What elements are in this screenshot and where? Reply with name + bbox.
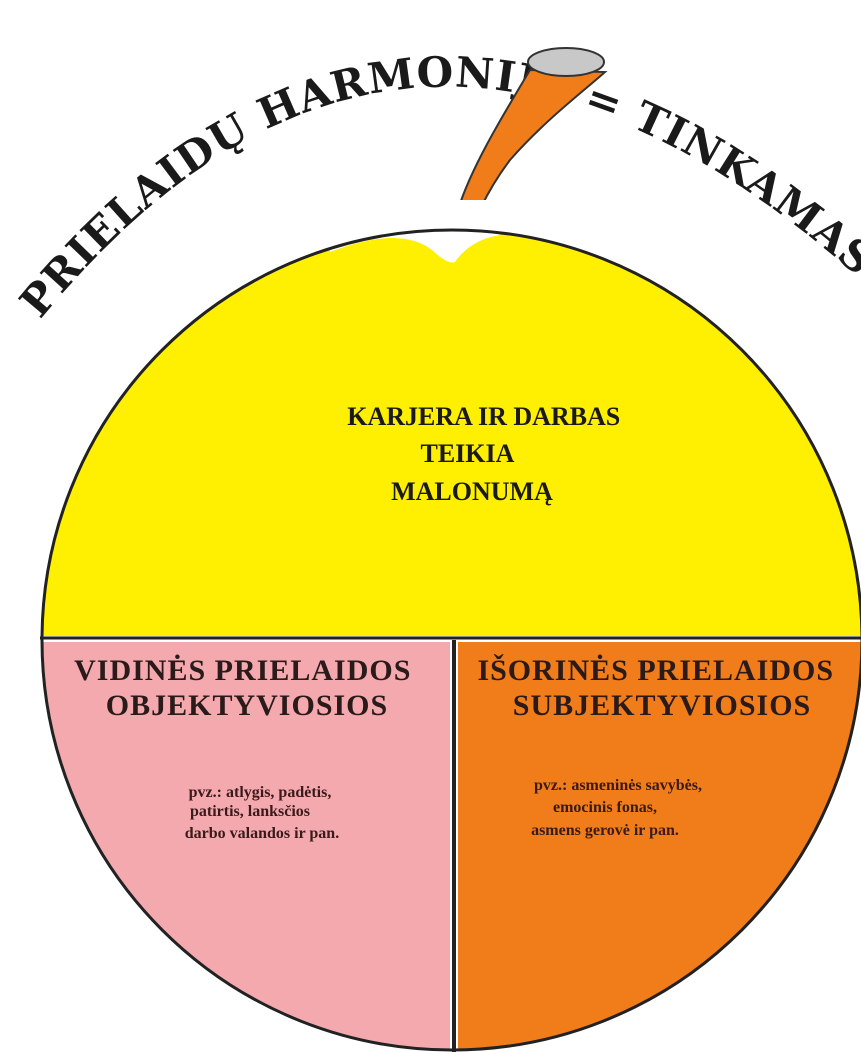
svg-text:KARJERA IR DARBAS TEIKIA: KARJERA IR DARBAS TEIKIA MALONUMĄ (347, 402, 627, 506)
apple-stem-top (527, 47, 605, 77)
svg-text:VIDINĖS PRIELAIDOS OBJEKTY: VIDINĖS PRIELAIDOS OBJEKTYVIOSIOS (74, 654, 420, 722)
center-line-3: MALONUMĄ (391, 477, 553, 506)
right-title-line-1: IŠORINĖS PRIELAIDOS (477, 654, 834, 687)
left-body-line-3: darbo valandos ir pan. (185, 825, 339, 842)
left-body-line-2: patirtis, lanksčios (190, 803, 310, 820)
center-line-1: KARJERA IR DARBAS (347, 402, 620, 431)
right-body-line-1: pvz.: asmeninės savybės, (534, 777, 702, 794)
left-title-line-2: OBJEKTYVIOSIOS (106, 689, 388, 722)
right-body-line-3: asmens gerovė ir pan. (531, 822, 679, 839)
right-title-line-2: SUBJEKTYVIOSIOS (513, 689, 811, 722)
svg-text:IŠORINĖS PRIELAIDOS SUBJEK: IŠORINĖS PRIELAIDOS SUBJEKTYVIOSIOS (477, 654, 842, 722)
svg-text:pvz.: atlygis, padėtis, pa: pvz.: atlygis, padėtis, patirtis, lanksč… (185, 784, 339, 842)
svg-text:pvz.: asmeninės savybės, e: pvz.: asmeninės savybės, emocinis fonas,… (531, 777, 706, 839)
left-title-line-1: VIDINĖS PRIELAIDOS (74, 654, 411, 687)
left-body-line-1: pvz.: atlygis, padėtis, (189, 784, 332, 801)
apple-top (42, 230, 861, 636)
center-line-2: TEIKIA (421, 439, 515, 468)
right-body-line-2: emocinis fonas, (553, 799, 657, 816)
